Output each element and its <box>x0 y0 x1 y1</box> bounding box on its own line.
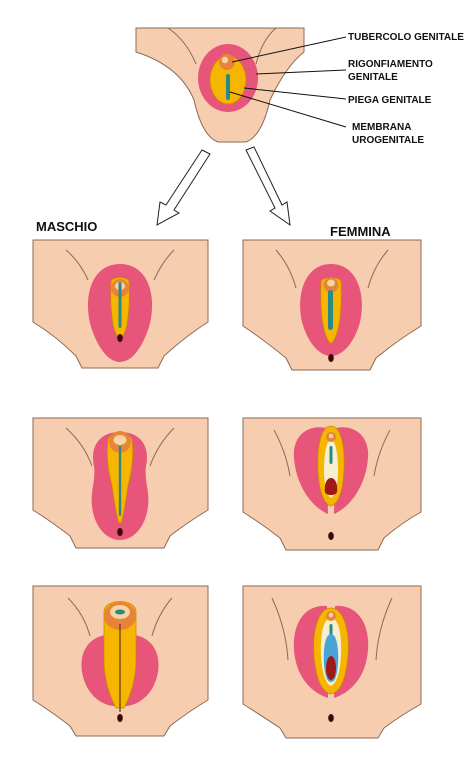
genital-tubercle-tip <box>327 279 335 287</box>
thigh-line <box>367 249 389 289</box>
thigh-line <box>149 427 175 467</box>
external-urethral-meatus <box>115 609 125 615</box>
thigh-line <box>255 27 277 65</box>
label-membrana-urogenitale-line2: UROGENITALE <box>352 135 424 146</box>
thigh-line <box>375 597 393 661</box>
female-stage-3-panel <box>242 585 422 739</box>
urogenital-membrane <box>328 290 333 330</box>
female-stage-1-panel <box>242 239 422 371</box>
thigh-line <box>271 597 289 661</box>
thigh-line <box>373 429 391 477</box>
anus <box>328 714 334 722</box>
thigh-line <box>275 249 297 289</box>
callout-lines <box>229 36 347 128</box>
clitoris-tip <box>328 612 334 618</box>
leader-line-rigonfiamento <box>255 69 347 75</box>
label-rigonfiamento-genitale-line1: RIGONFIAMENTO <box>348 59 433 70</box>
arrow-to-male <box>156 149 211 226</box>
genital-tubercle-tip <box>221 56 229 64</box>
urethral-groove <box>118 282 122 328</box>
thigh-line <box>167 27 197 65</box>
label-membrana-urogenitale-line1: MEMBRANA <box>352 122 411 133</box>
male-stage-3-panel <box>32 585 209 737</box>
anus <box>117 528 123 536</box>
thigh-line <box>151 597 173 637</box>
urethral-opening <box>329 446 333 464</box>
label-rigonfiamento-genitale-line2: GENITALE <box>348 72 398 83</box>
leader-line-tubercolo <box>231 36 347 63</box>
label-female-column: FEMMINA <box>330 224 391 239</box>
thigh-line <box>273 429 291 477</box>
anus <box>117 714 123 722</box>
glans-tip <box>113 435 127 445</box>
vaginal-opening <box>324 478 338 495</box>
label-piega-genitale: PIEGA GENITALE <box>348 95 432 106</box>
urethral-groove <box>118 446 122 516</box>
urogenital-membrane <box>226 74 230 100</box>
anus <box>328 532 334 540</box>
arrow-to-female <box>245 146 291 227</box>
leader-line-membrana <box>229 91 347 128</box>
arrow-outline <box>245 146 291 227</box>
clitoris-tip <box>328 433 334 439</box>
label-tubercolo-genitale: TUBERCOLO GENITALE <box>348 32 464 43</box>
male-stage-1-panel <box>32 239 209 369</box>
indifferent-stage-panel <box>135 27 305 143</box>
thigh-line <box>153 249 175 281</box>
arrow-outline <box>156 149 211 226</box>
urethral-opening <box>329 624 333 636</box>
label-male-column: MASCHIO <box>36 219 97 234</box>
male-stage-2-panel <box>32 417 209 549</box>
anus <box>328 354 334 362</box>
thigh-line <box>65 427 93 467</box>
leader-line-piega <box>243 87 347 100</box>
female-stage-2-panel <box>242 417 422 551</box>
thigh-line <box>67 597 91 637</box>
thigh-line <box>65 249 89 281</box>
anus <box>117 334 123 342</box>
vaginal-opening <box>326 656 336 680</box>
